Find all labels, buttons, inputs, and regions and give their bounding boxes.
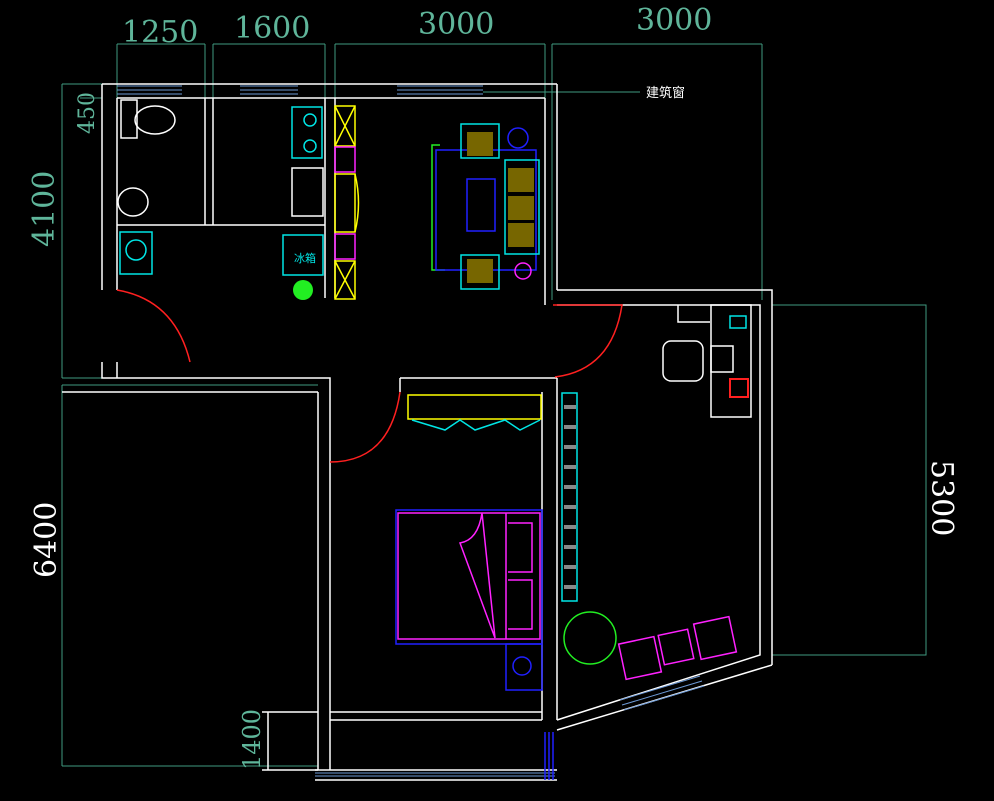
sofa	[504, 159, 540, 255]
study-door	[553, 304, 623, 378]
plant-icon-2	[563, 611, 617, 665]
printer-icon	[729, 378, 749, 398]
dimension-texts: 1250 1600 3000 3000 4100 450 6400 1400 5…	[27, 3, 959, 770]
desk	[710, 304, 752, 418]
toilet-icon	[134, 105, 176, 135]
dim-1250: 1250	[122, 15, 198, 50]
dim-4100: 4100	[27, 171, 62, 247]
fridge-label: 冰箱	[294, 251, 316, 265]
sink-icon	[291, 167, 324, 217]
bookshelf	[561, 392, 578, 602]
coffee-table	[466, 178, 496, 232]
fridge-icon	[282, 234, 324, 276]
armchair-top	[460, 123, 500, 159]
armchair-bottom	[460, 254, 500, 290]
bed-frame	[395, 509, 543, 645]
dim-5300: 5300	[924, 460, 959, 536]
washbasin-icon	[117, 187, 149, 217]
bathroom-fixtures	[117, 99, 176, 275]
dimension-lines	[61, 43, 927, 771]
wardrobe	[407, 394, 542, 420]
side-table	[657, 628, 695, 666]
lounge-chair-right	[692, 615, 738, 661]
window-label: 建筑窗	[646, 85, 685, 101]
study-furniture	[561, 304, 752, 681]
stove-icon	[291, 106, 323, 159]
nightstand-lamp-icon	[512, 656, 532, 676]
dim-450: 450	[75, 92, 100, 134]
cabinet	[334, 105, 356, 147]
nightstand	[505, 643, 543, 691]
bed	[397, 512, 541, 640]
living-room-furniture	[431, 123, 540, 290]
bathroom-door	[116, 289, 191, 363]
dim-3000-a: 3000	[418, 7, 494, 42]
windows	[117, 85, 705, 780]
dim-3000-b: 3000	[636, 3, 712, 38]
computer-icon	[729, 315, 747, 329]
bedroom-furniture	[395, 394, 543, 691]
doors	[116, 289, 623, 463]
kitchen-fixtures: 冰箱	[282, 105, 360, 300]
lamp-icon	[507, 127, 529, 149]
lounge-chair-left	[617, 635, 663, 681]
walls	[62, 83, 773, 781]
washing-machine-icon	[119, 231, 153, 275]
dim-6400: 6400	[29, 502, 64, 578]
plant-icon	[293, 280, 313, 300]
toilet-tank	[120, 99, 138, 139]
office-chair-icon	[662, 340, 704, 382]
dim-1600: 1600	[234, 11, 310, 46]
lamp-icon-2	[514, 262, 532, 280]
bedroom-door	[329, 391, 401, 463]
dim-1400: 1400	[238, 709, 266, 770]
